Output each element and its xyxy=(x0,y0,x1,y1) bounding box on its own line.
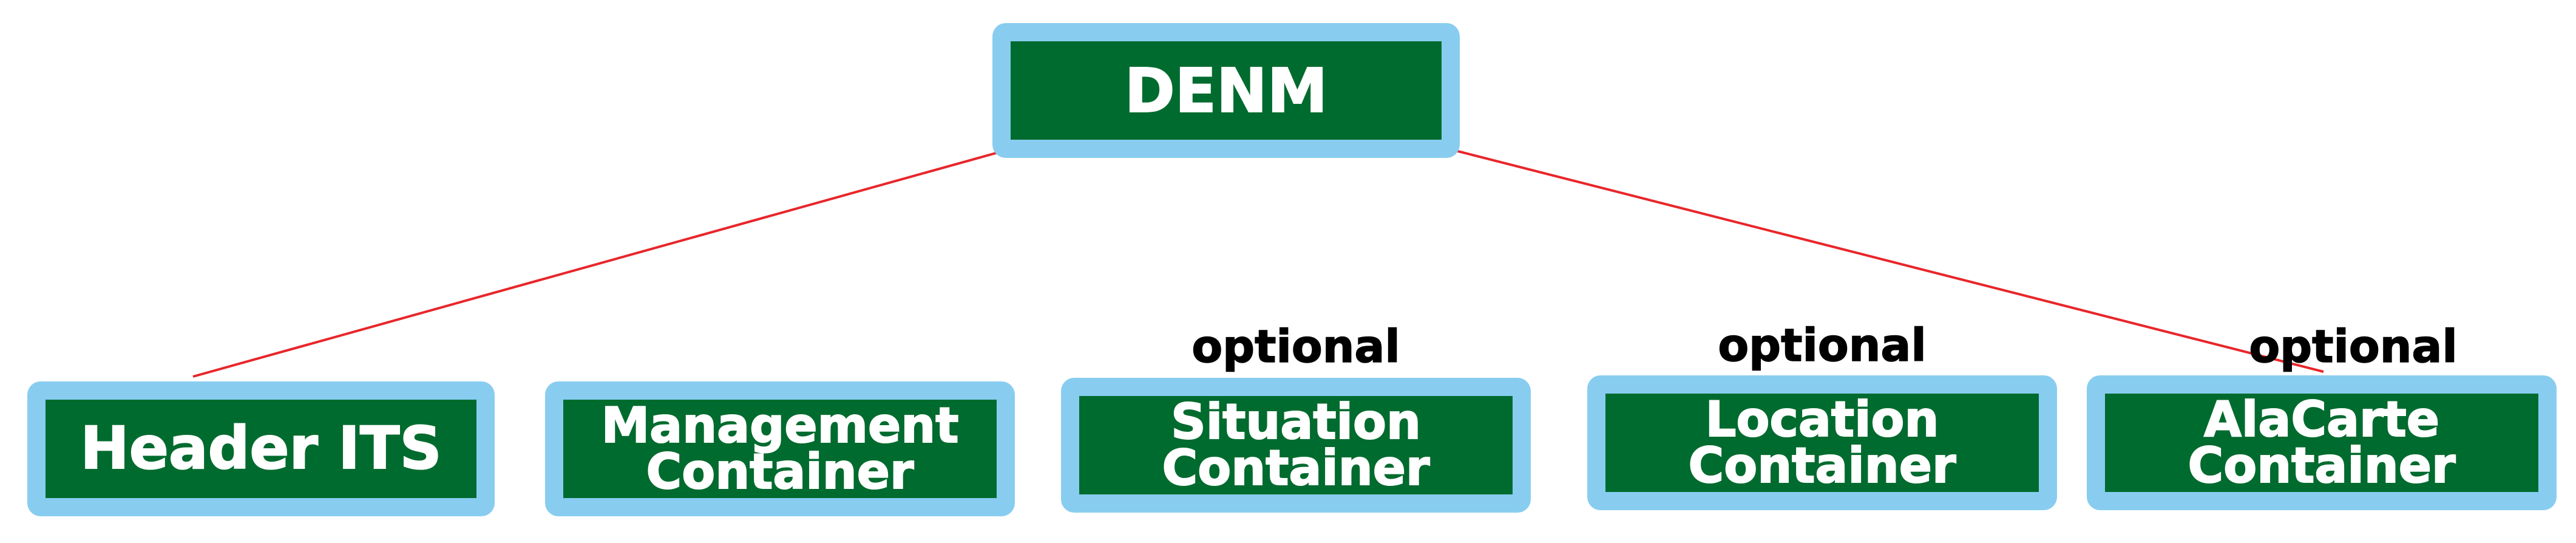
alacarte-optional-label: optional xyxy=(2249,320,2458,374)
management-container-node: Management Container xyxy=(545,381,1015,516)
connector-denm-to-alacarte-container xyxy=(1455,149,2324,373)
location-container-node: Location Container xyxy=(1587,375,2057,510)
connector-denm-to-header-its xyxy=(192,151,1001,378)
alacarte-container-node: AlaCarte Container xyxy=(2087,375,2557,510)
header-its-node: Header ITS xyxy=(27,381,495,516)
denm-root-node: DENM xyxy=(992,23,1460,158)
location-optional-label: optional xyxy=(1718,319,1927,372)
situation-container-node: Situation Container xyxy=(1061,378,1531,513)
situation-optional-label: optional xyxy=(1191,320,1401,374)
